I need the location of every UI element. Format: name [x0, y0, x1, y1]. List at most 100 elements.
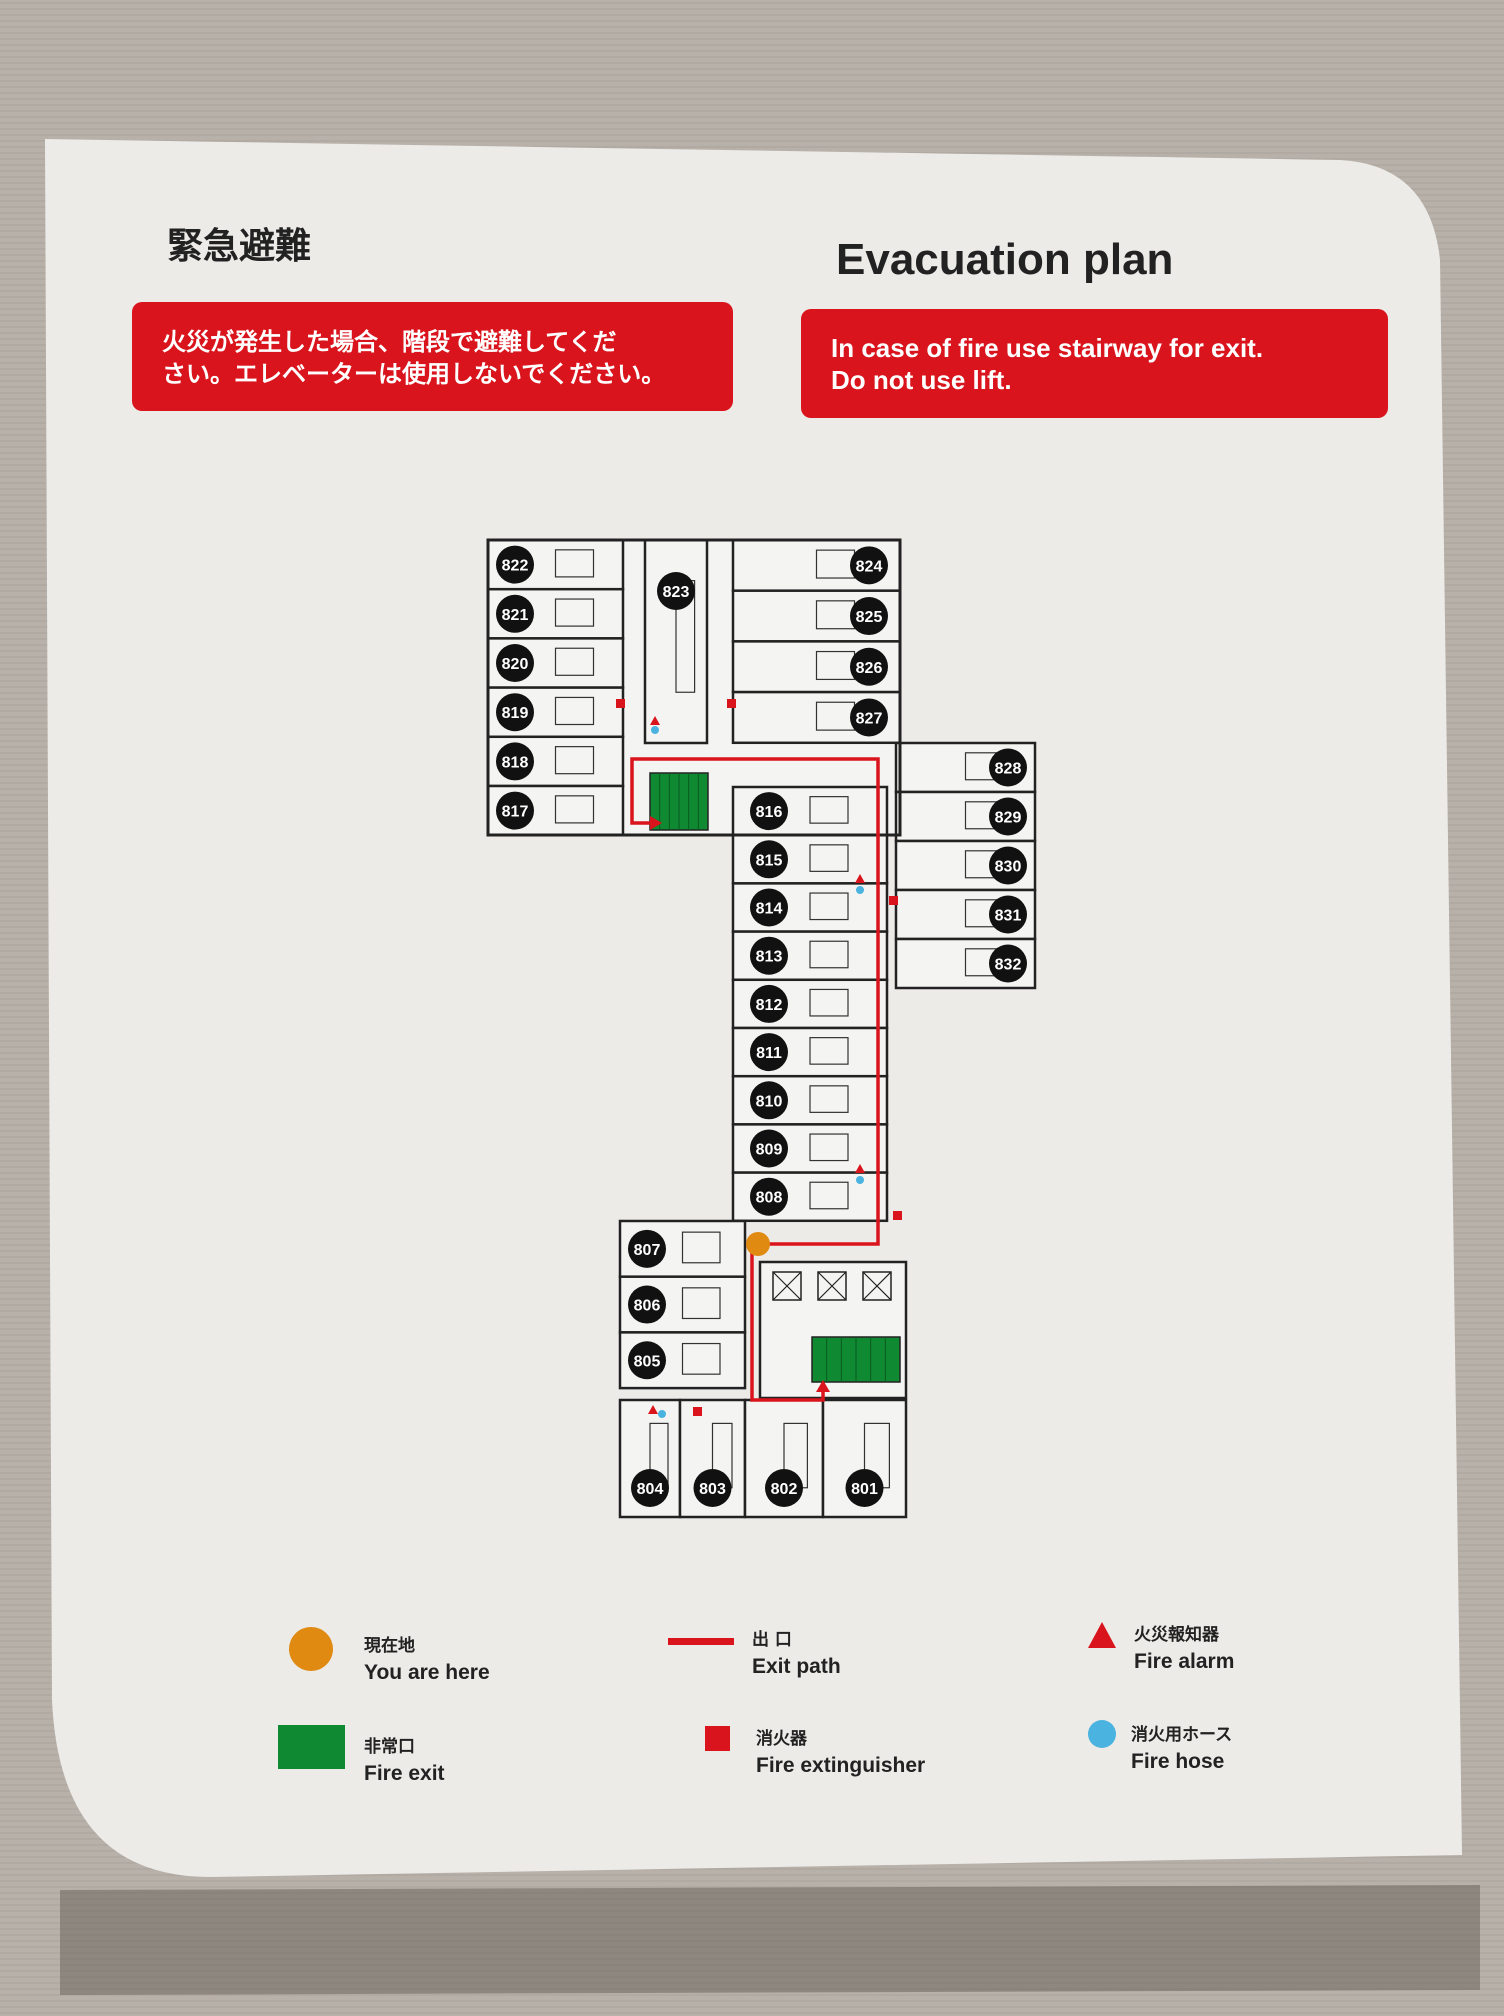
- fire-exit-stairs: [649, 772, 709, 831]
- legend: 現在地 You are here 出 口 Exit path 火災報知器 Fir…: [278, 1622, 1234, 1785]
- legend-fire-hose-en: Fire hose: [1131, 1750, 1224, 1773]
- legend-fire-exit-en: Fire exit: [364, 1762, 445, 1785]
- fire-extinguisher-marker: [616, 699, 625, 708]
- legend-fire-extinguisher-en: Fire extinguisher: [756, 1754, 925, 1777]
- room-number-badge: [750, 840, 788, 879]
- room-number-badge: [693, 1469, 732, 1507]
- legend-fire-alarm-jp: 火災報知器: [1134, 1624, 1220, 1645]
- you-are-here-icon: [289, 1627, 333, 1671]
- elevator-cross: [772, 1271, 802, 1301]
- room-number: 816: [756, 804, 783, 821]
- room-number-badge: [496, 693, 534, 732]
- bathroom: [809, 940, 849, 969]
- legend-fire-extinguisher-jp: 消火器: [756, 1728, 808, 1749]
- fire-alarm-marker: [650, 716, 660, 725]
- notice-en-line1: In case of fire use stairway for exit.: [831, 333, 1263, 363]
- fire-alarm-marker: [855, 874, 865, 883]
- room-number-badge: [750, 1033, 788, 1072]
- bathroom: [809, 796, 849, 824]
- bathroom: [809, 1181, 849, 1210]
- notice-en-line2: Do not use lift.: [831, 365, 1012, 395]
- bathroom: [681, 1231, 721, 1264]
- room-number-badge: [496, 594, 534, 633]
- room-number: 826: [856, 660, 883, 677]
- fire-extinguisher-marker: [693, 1407, 702, 1416]
- fire-exit-icon: [278, 1725, 345, 1769]
- legend-fire-hose-jp: 消火用ホース: [1131, 1724, 1232, 1745]
- exit-arrow-north: [650, 816, 662, 830]
- fire-extinguisher-marker: [893, 1211, 902, 1220]
- room-number: 820: [502, 656, 529, 673]
- bathroom: [554, 795, 595, 824]
- bathroom: [554, 696, 595, 726]
- fire-hose-marker: [651, 726, 659, 734]
- fire-hose-marker: [658, 1410, 666, 1418]
- title-jp: 緊急避難: [167, 226, 311, 267]
- fire-extinguisher-marker: [727, 699, 736, 708]
- room-number: 814: [756, 901, 783, 918]
- room-number: 823: [663, 584, 690, 601]
- room-number: 812: [756, 997, 783, 1014]
- room-number-badge: [750, 936, 788, 975]
- room-number-badge: [850, 546, 888, 585]
- room-number: 807: [634, 1242, 661, 1259]
- bathroom: [554, 746, 595, 775]
- room-number-badge: [496, 791, 534, 830]
- room-number: 828: [995, 761, 1022, 778]
- room-number-badge: [989, 846, 1027, 885]
- room-number: 813: [756, 949, 783, 966]
- title-en: Evacuation plan: [836, 235, 1173, 284]
- exit-path-north: [630, 757, 880, 1246]
- floor-plan: 8228218208198188178238248258268278288298…: [486, 538, 1037, 1519]
- room-number: 822: [502, 558, 529, 575]
- bathroom: [554, 549, 595, 578]
- exit-path-south: [750, 1250, 825, 1402]
- elevator-cross: [862, 1271, 892, 1301]
- room-number: 815: [756, 852, 783, 869]
- legend-exit-path-en: Exit path: [752, 1655, 841, 1678]
- room-number: 817: [502, 804, 529, 821]
- elevator-cross: [817, 1271, 847, 1301]
- room-number: 832: [995, 957, 1022, 974]
- room-number-badge: [750, 984, 788, 1023]
- room-number-badge: [750, 1081, 788, 1120]
- room-number: 802: [771, 1481, 798, 1498]
- exit-arrow-south: [816, 1380, 830, 1392]
- room-number-badge: [628, 1285, 666, 1324]
- north-wing-outline: [486, 538, 902, 837]
- room-number-badge: [989, 944, 1027, 983]
- fire-exit-stairs: [811, 1336, 901, 1383]
- room-number-badge: [628, 1341, 666, 1380]
- room-number: 803: [699, 1481, 726, 1498]
- room-number: 819: [502, 705, 529, 722]
- you-are-here-marker: [746, 1232, 770, 1256]
- room-number: 804: [637, 1481, 664, 1498]
- room-number-badge: [850, 698, 888, 737]
- elevator-box: [862, 1271, 892, 1301]
- room-number-badge: [989, 895, 1027, 934]
- exit-path-icon: [668, 1638, 734, 1645]
- notice-jp-line1: 火災が発生した場合、階段で避難してくだ: [162, 328, 617, 356]
- fire-hose-marker: [856, 1176, 864, 1184]
- room-number: 827: [856, 710, 883, 727]
- room-number: 829: [995, 810, 1022, 827]
- room-number-badge: [496, 545, 534, 584]
- room-number: 831: [995, 908, 1022, 925]
- fire-hose-icon: [1088, 1720, 1116, 1748]
- notice-box-jp: [132, 302, 733, 411]
- fire-alarm-icon: [1088, 1622, 1116, 1648]
- fire-alarm-marker: [648, 1405, 658, 1414]
- bathroom: [809, 1085, 849, 1113]
- legend-you-are-here-en: You are here: [364, 1661, 490, 1684]
- bathroom: [809, 1037, 849, 1065]
- fire-hose-marker: [856, 886, 864, 894]
- room-number-badge: [989, 748, 1027, 787]
- room-number-badge: [628, 1229, 666, 1268]
- room-number-badge: [750, 1177, 788, 1216]
- room-number-badge: [989, 797, 1027, 836]
- room-number: 811: [756, 1045, 782, 1062]
- notice-jp-line2: さい。エレベーターは使用しないでください。: [162, 360, 665, 388]
- legend-fire-alarm-en: Fire alarm: [1134, 1650, 1234, 1673]
- legend-exit-path-jp: 出 口: [752, 1629, 792, 1650]
- room-number-badge: [631, 1469, 669, 1507]
